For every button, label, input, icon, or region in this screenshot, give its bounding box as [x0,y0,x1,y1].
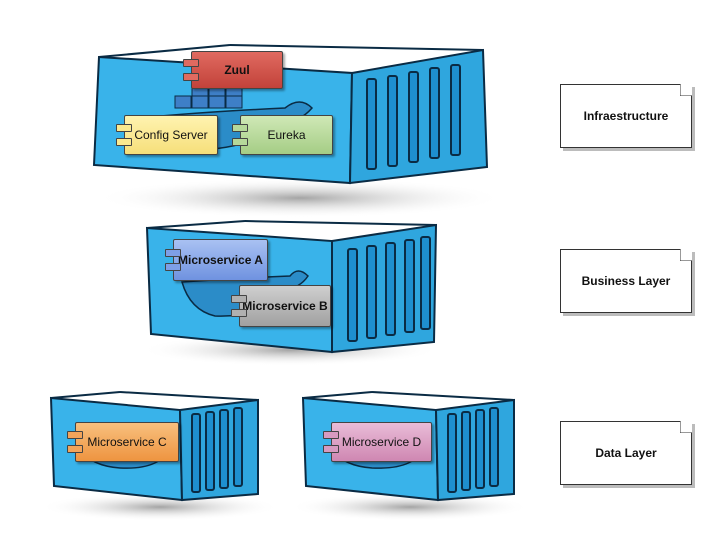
microservice-c-label: Microservice C [87,435,167,449]
microservice-a-label: Microservice A [178,253,263,267]
component-port-icon [232,138,248,146]
component-port-icon [116,124,132,132]
note-fold-icon [680,84,692,96]
config-server-label: Config Server [134,128,208,142]
infrastructure-note: Infraestructure [560,84,692,148]
component-port-icon [323,445,339,453]
component-port-icon [165,263,181,271]
infrastructure-label: Infraestructure [583,109,669,123]
business-layer-note: Business Layer [560,249,692,313]
note-fold-icon [680,421,692,433]
component-port-icon [165,249,181,257]
zuul-component: Zuul [183,51,283,89]
component-port-icon [183,73,199,81]
microservice-b-component: Microservice B [231,285,331,327]
config-server-component: Config Server [116,115,218,155]
microservice-a-component: Microservice A [165,239,268,281]
microservice-d-label: Microservice D [341,435,422,449]
component-port-icon [67,445,83,453]
component-port-icon [232,124,248,132]
microservice-d-component: Microservice D [323,422,432,462]
component-port-icon [231,295,247,303]
microservice-c-component: Microservice C [67,422,179,462]
component-port-icon [231,309,247,317]
eureka-label: Eureka [267,128,306,142]
component-port-icon [323,431,339,439]
data-layer-label: Data Layer [595,446,657,460]
business-layer-label: Business Layer [581,274,671,288]
eureka-component: Eureka [232,115,333,155]
data-layer-note: Data Layer [560,421,692,485]
component-port-icon [67,431,83,439]
zuul-label: Zuul [224,63,250,77]
component-port-icon [116,138,132,146]
component-port-icon [183,59,199,67]
microservice-b-label: Microservice B [242,299,328,313]
note-fold-icon [680,249,692,261]
